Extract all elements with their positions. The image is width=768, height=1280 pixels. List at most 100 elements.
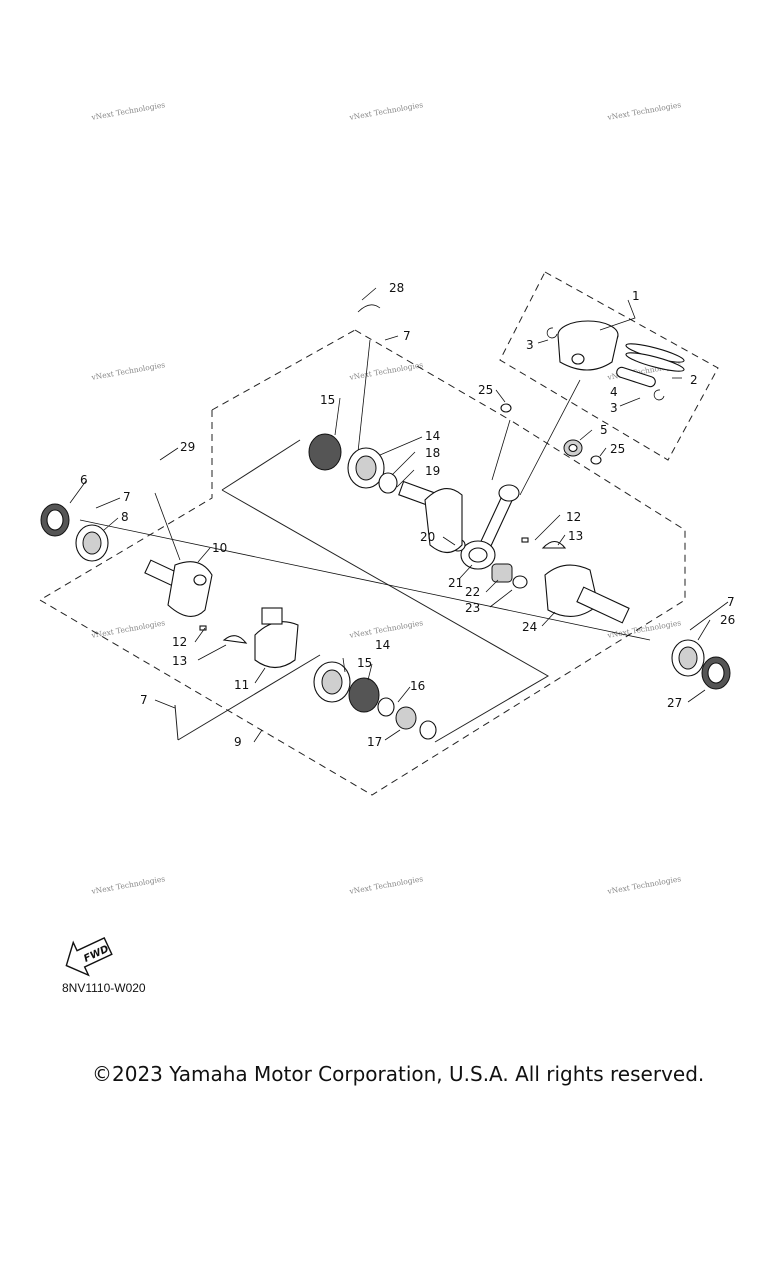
axis-29 xyxy=(154,492,181,561)
watermark: vNext Technologies xyxy=(606,874,682,896)
callout-11: 11 xyxy=(234,678,249,692)
connecting-rod-small-end xyxy=(498,484,520,502)
callout-15: 15 xyxy=(320,393,335,407)
watermark: vNext Technologies xyxy=(90,360,166,382)
piston xyxy=(557,320,619,371)
axis-rod-top xyxy=(491,419,511,481)
crank-web-left-inner xyxy=(254,607,299,669)
axis-line xyxy=(177,654,321,741)
crank-pin xyxy=(261,607,283,625)
callout-19: 19 xyxy=(425,464,440,478)
watermark: vNext Technologies xyxy=(348,618,424,640)
callout-27: 27 xyxy=(667,696,682,710)
bearing-race xyxy=(355,455,377,481)
screw xyxy=(199,625,207,631)
bearing-14-lower xyxy=(313,661,437,740)
drawing-code: 8NV1110-W020 xyxy=(62,981,146,995)
callout-6: 6 xyxy=(80,473,88,487)
piston-assembly-boundary xyxy=(499,271,719,461)
washer xyxy=(500,403,512,413)
callout-7: 7 xyxy=(727,595,735,609)
screw xyxy=(521,537,529,543)
callout-15: 15 xyxy=(357,656,372,670)
callout-17: 17 xyxy=(367,735,382,749)
small-end-bearing xyxy=(563,439,583,457)
callout-3: 3 xyxy=(526,338,534,352)
crank-axis xyxy=(79,519,651,641)
callout-12: 12 xyxy=(172,635,187,649)
callout-14: 14 xyxy=(375,638,390,652)
piston-skirt xyxy=(557,334,619,371)
crank-web-hole xyxy=(193,574,207,586)
crankshaft-assembly-boundary xyxy=(39,410,686,796)
piston-pin-body xyxy=(616,366,656,388)
callout-20: 20 xyxy=(420,530,435,544)
callout-4: 4 xyxy=(610,385,618,399)
collar xyxy=(377,697,395,717)
piston-ring xyxy=(625,352,685,372)
needle-bearing-bore xyxy=(568,443,578,453)
crankshaft-assembly-boundary-right xyxy=(354,329,511,421)
callout-23: 23 xyxy=(465,601,480,615)
collar xyxy=(419,720,437,740)
callout-2: 2 xyxy=(690,373,698,387)
callout-22: 22 xyxy=(465,585,480,599)
thrust-washer xyxy=(512,575,528,589)
callout-12: 12 xyxy=(566,510,581,524)
watermark: vNext Technologies xyxy=(348,874,424,896)
bearing-14-upper xyxy=(308,433,398,494)
oil-seal-6 xyxy=(40,503,70,537)
callout-10: 10 xyxy=(212,541,227,555)
crankshaft-stub xyxy=(576,586,630,624)
bearing-race xyxy=(82,531,102,555)
watermark: vNext Technologies xyxy=(348,100,424,122)
crank-web xyxy=(167,561,213,617)
callout-29: 29 xyxy=(180,440,195,454)
watermark: vNext Technologies xyxy=(90,100,166,122)
piston-pin xyxy=(616,366,656,388)
crank-web xyxy=(424,488,463,554)
o-ring xyxy=(378,472,398,494)
crank-web-right-lower xyxy=(544,564,630,624)
oil-seal-27 xyxy=(701,656,731,690)
callout-labels: 1 2 3 3 4 5 6 7 7 7 7 8 9 10 11 12 12 13… xyxy=(80,281,735,749)
connecting-rod-big-end-bore xyxy=(468,547,488,563)
circlip xyxy=(546,327,558,339)
copyright-notice: ©2023 Yamaha Motor Corporation, U.S.A. A… xyxy=(92,1062,705,1086)
oil-seal-bore xyxy=(46,509,64,531)
callout-28: 28 xyxy=(389,281,404,295)
callout-8: 8 xyxy=(121,510,129,524)
callout-16: 16 xyxy=(410,679,425,693)
crank-web-right-upper xyxy=(398,480,463,554)
callout-3: 3 xyxy=(610,401,618,415)
fwd-arrow-shape xyxy=(65,937,113,977)
center-axes xyxy=(79,339,651,641)
callout-7: 7 xyxy=(123,490,131,504)
piston-pin-boss xyxy=(571,353,585,365)
callout-21: 21 xyxy=(448,576,463,590)
leader-lines xyxy=(69,287,729,743)
callout-7: 7 xyxy=(403,329,411,343)
bearing-race xyxy=(321,669,343,695)
axis-line xyxy=(221,439,301,491)
callout-25: 25 xyxy=(478,383,493,397)
big-end-bearing xyxy=(491,563,513,583)
oil-seal xyxy=(308,433,342,471)
callout-26: 26 xyxy=(720,613,735,627)
callout-25: 25 xyxy=(610,442,625,456)
crank-web xyxy=(254,621,299,669)
bearing-8 xyxy=(75,524,109,562)
callout-24: 24 xyxy=(522,620,537,634)
bearing-26 xyxy=(671,639,705,677)
callout-18: 18 xyxy=(425,446,440,460)
crankshaft-assembly-boundary-top xyxy=(211,329,356,411)
watermark: vNext Technologies xyxy=(606,100,682,122)
connecting-rod xyxy=(460,484,520,570)
crank-web-left xyxy=(144,559,213,617)
watermarks: vNext Technologies vNext Technologies vN… xyxy=(90,100,682,896)
watermark: vNext Technologies xyxy=(90,874,166,896)
fwd-arrow-icon: FWD xyxy=(65,937,113,977)
oil-seal-bore xyxy=(707,662,725,684)
woodruff-key xyxy=(541,540,567,549)
